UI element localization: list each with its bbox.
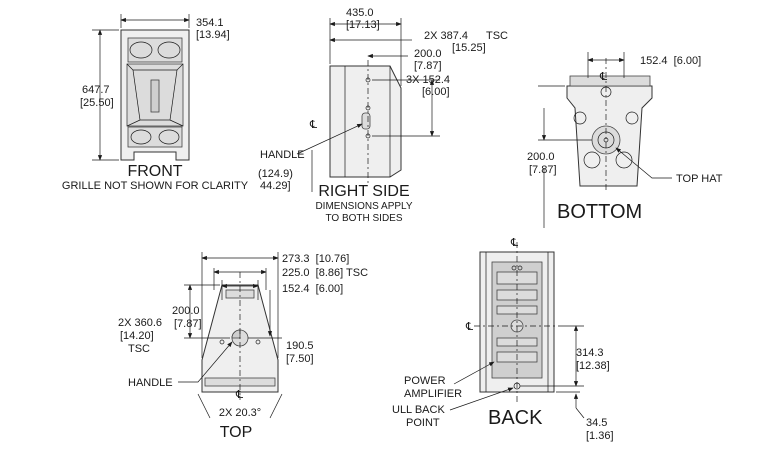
front-height-in: [25.50]	[80, 97, 114, 109]
side-partial-mm: (124.9)	[258, 168, 293, 180]
top-view: ℄ 273.3 [10.76] 225.0 [8.86] TSC 152.4 […	[118, 252, 368, 441]
back-center-mark-left: ℄	[465, 321, 473, 333]
side-tsc-label: TSC	[486, 30, 508, 42]
bottom-view: ℄ 152.4 [6.00] 200.0 [7.87] TOP HAT BOTT…	[527, 52, 723, 228]
back-pull-line2: POINT	[406, 417, 440, 429]
back-power-line2: AMPLIFIER	[404, 388, 462, 400]
front-width-in: [13.94]	[196, 29, 230, 41]
front-width-mm: 354.1	[196, 17, 224, 29]
top-d273: 273.3 [10.76]	[282, 253, 349, 265]
side-handle-label: HANDLE	[260, 149, 305, 161]
side-depth-mm: 435.0	[346, 7, 374, 19]
bottom-tophat-label: TOP HAT	[676, 173, 723, 185]
bottom-d200-in: [7.87]	[529, 164, 557, 176]
front-view: 354.1 [13.94] 647.7 [25.50] FRONT GRILLE…	[62, 14, 249, 192]
front-bottom-horn	[127, 126, 183, 148]
bottom-d200-mm: 200.0	[527, 151, 555, 163]
back-d34-in: [1.36]	[586, 430, 614, 442]
side-title: RIGHT SIDE	[318, 183, 409, 200]
front-height-mm: 647.7	[82, 84, 110, 96]
front-caption: GRILLE NOT SHOWN FOR CLARITY	[62, 180, 249, 192]
side-d152-in: [6.00]	[422, 86, 450, 98]
back-d34-mm: 34.5	[586, 417, 607, 429]
side-tsc-in: [15.25]	[452, 42, 486, 54]
back-d314-in: [12.38]	[576, 360, 610, 372]
side-caption-1: DIMENSIONS APPLY	[315, 201, 412, 212]
front-title: FRONT	[127, 163, 182, 180]
top-d360-in: [14.20]	[120, 330, 154, 342]
top-d190-mm: 190.5	[286, 340, 314, 352]
top-d360-mm: 2X 360.6	[118, 317, 162, 329]
side-d200-mm: 200.0	[414, 48, 442, 60]
side-depth-in: [17.13]	[346, 19, 380, 31]
top-title: TOP	[220, 424, 253, 441]
top-d225: 225.0 [8.86] TSC	[282, 267, 368, 279]
side-partial-in: 44.29]	[260, 180, 291, 192]
top-d360-tsc: TSC	[128, 343, 150, 355]
back-power-line1: POWER	[404, 375, 446, 387]
side-d152-mm: 3X 152.4	[406, 74, 450, 86]
side-caption-2: TO BOTH SIDES	[325, 213, 402, 224]
bottom-title: BOTTOM	[557, 201, 642, 223]
top-angle: 2X 20.3°	[219, 407, 261, 419]
right-side-view: 435.0 [17.13] 2X 387.4 TSC [15.25] 200.0…	[258, 7, 508, 224]
back-pull-line1: ULL BACK	[392, 404, 445, 416]
top-d200-in: [7.87]	[174, 318, 202, 330]
side-tsc-mm: 2X 387.4	[424, 30, 468, 42]
back-title: BACK	[488, 407, 543, 429]
back-center-mark-top: ℄	[510, 237, 518, 249]
bottom-d152: 152.4 [6.00]	[640, 55, 701, 67]
side-center-mark: ℄	[309, 119, 317, 131]
top-d190-in: [7.50]	[286, 353, 314, 365]
front-top-horn	[127, 37, 183, 63]
back-view: ℄ ℄ 314.3 [12.38] 34.5 [1.36] POWER AMPL…	[392, 237, 614, 442]
side-d200-in: [7.87]	[414, 60, 442, 72]
top-handle-label: HANDLE	[128, 377, 173, 389]
top-d152: 152.4 [6.00]	[282, 283, 343, 295]
top-center-mark: ℄	[235, 389, 243, 401]
top-d200-mm: 200.0	[172, 305, 200, 317]
bottom-center-mark: ℄	[599, 71, 607, 83]
back-d314-mm: 314.3	[576, 347, 604, 359]
